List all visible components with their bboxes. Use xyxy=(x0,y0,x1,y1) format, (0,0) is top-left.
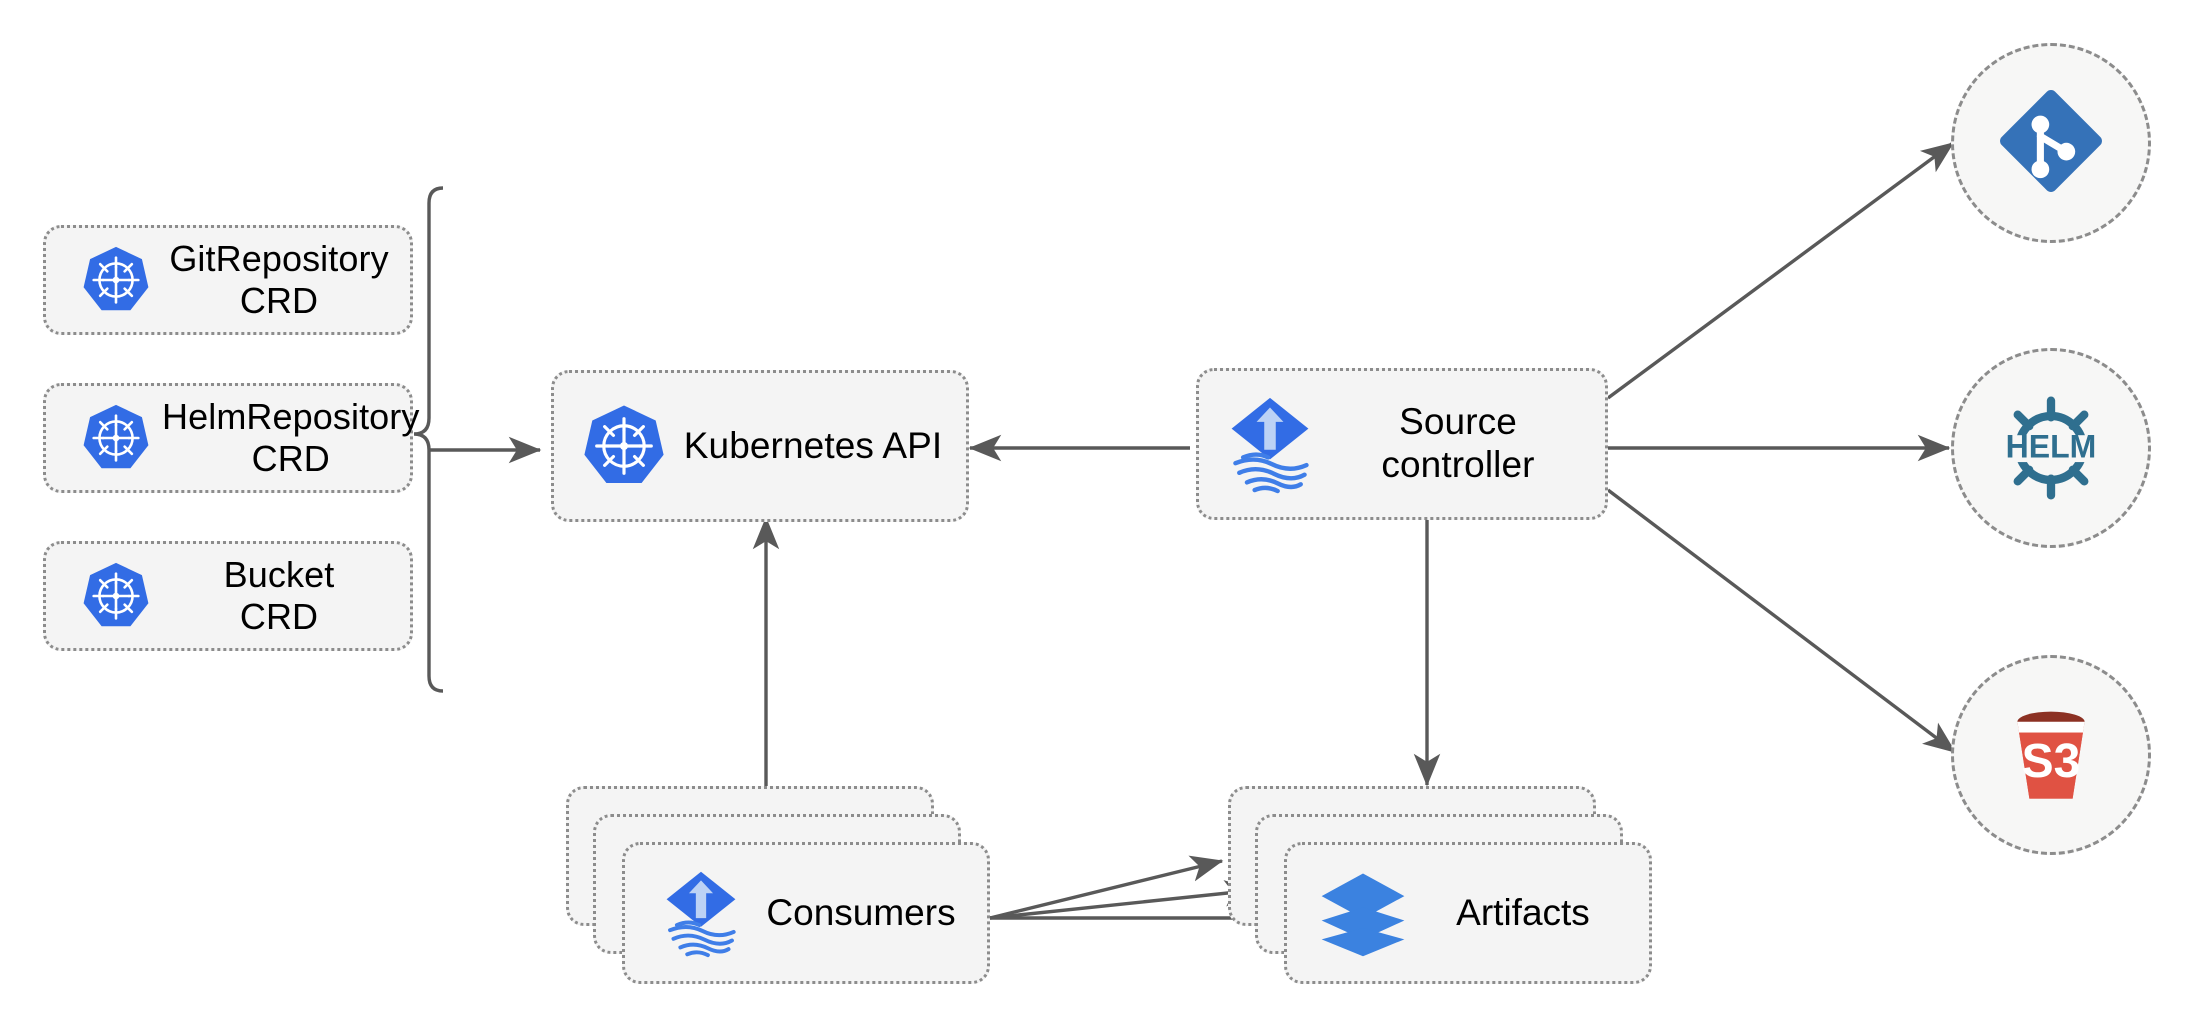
s3-label: S3 xyxy=(2022,735,2081,788)
kubernetes-api-label: Kubernetes API xyxy=(683,424,943,466)
kubernetes-icon xyxy=(574,402,674,490)
edge-source-to-git xyxy=(1606,141,1955,400)
edge-source-to-s3 xyxy=(1606,488,1957,754)
flux-icon xyxy=(1215,392,1325,496)
artifacts-stack[interactable]: Artifacts xyxy=(1228,786,1652,986)
kubernetes-icon xyxy=(70,244,162,316)
artifacts-card-front[interactable]: Artifacts xyxy=(1284,842,1652,984)
kubernetes-icon xyxy=(70,402,162,474)
helm-source-circle[interactable]: HELM xyxy=(1951,348,2151,548)
source-controller-label: Source controller xyxy=(1381,401,1535,485)
consumers-stack[interactable]: Consumers xyxy=(566,786,990,986)
helm-icon: HELM xyxy=(1987,384,2115,512)
edge-consumers-to-artifacts-1 xyxy=(989,855,1224,920)
git-icon xyxy=(1992,82,2110,205)
consumers-card-front[interactable]: Consumers xyxy=(622,842,990,984)
helm-label: HELM xyxy=(2006,429,2097,465)
source-controller-node[interactable]: Source controller xyxy=(1196,368,1608,520)
kubernetes-icon xyxy=(70,560,162,632)
git-source-circle[interactable] xyxy=(1951,43,2151,243)
consumers-label: Consumers xyxy=(766,892,956,933)
layers-icon xyxy=(1313,866,1413,960)
s3-source-circle[interactable]: S3 xyxy=(1951,655,2151,855)
kubernetes-api-node[interactable]: Kubernetes API xyxy=(551,370,969,522)
artifacts-label: Artifacts xyxy=(1456,892,1590,933)
edge-consumers-to-artifacts-2 xyxy=(989,880,1258,920)
flux-icon xyxy=(651,866,751,960)
s3-bucket-icon: S3 xyxy=(1991,693,2111,818)
